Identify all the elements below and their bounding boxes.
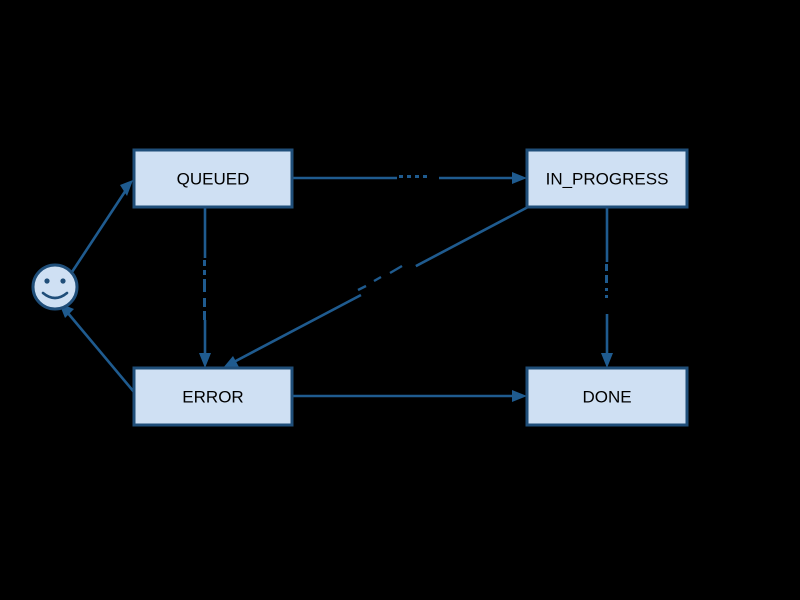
smiley-mouth-icon — [41, 291, 69, 300]
arrowhead-icon — [512, 390, 527, 402]
node-in-progress[interactable]: IN_PROGRESS — [525, 148, 689, 209]
arrowhead-icon — [601, 353, 613, 368]
node-label-done: DONE — [582, 387, 631, 406]
edge-error-to-done[interactable] — [292, 390, 527, 402]
edge-start-to-queued[interactable] — [70, 180, 133, 273]
node-label-error: ERROR — [182, 387, 243, 406]
arrowhead-icon — [120, 180, 133, 196]
node-queued[interactable]: QUEUED — [132, 148, 294, 209]
node-done[interactable]: DONE — [525, 366, 689, 427]
node-error[interactable]: ERROR — [132, 366, 294, 427]
smiley-right-eye-icon — [60, 278, 66, 284]
edge-inprogress-to-error[interactable] — [223, 205, 529, 368]
arrowhead-icon — [223, 356, 239, 368]
smiley-face-icon — [31, 263, 79, 311]
arrowhead-icon — [512, 172, 527, 184]
edge-queued-to-inprogress[interactable] — [292, 171, 527, 185]
node-label-in-progress: IN_PROGRESS — [546, 169, 669, 188]
arrowhead-icon — [199, 353, 211, 368]
node-label-queued: QUEUED — [177, 169, 250, 188]
edge-error-to-start[interactable] — [59, 303, 135, 393]
smiley-left-eye-icon — [44, 278, 50, 284]
edge-inprogress-to-done[interactable] — [600, 207, 614, 368]
edge-queued-to-error[interactable] — [198, 207, 212, 368]
start-node-smiley[interactable] — [31, 263, 79, 311]
